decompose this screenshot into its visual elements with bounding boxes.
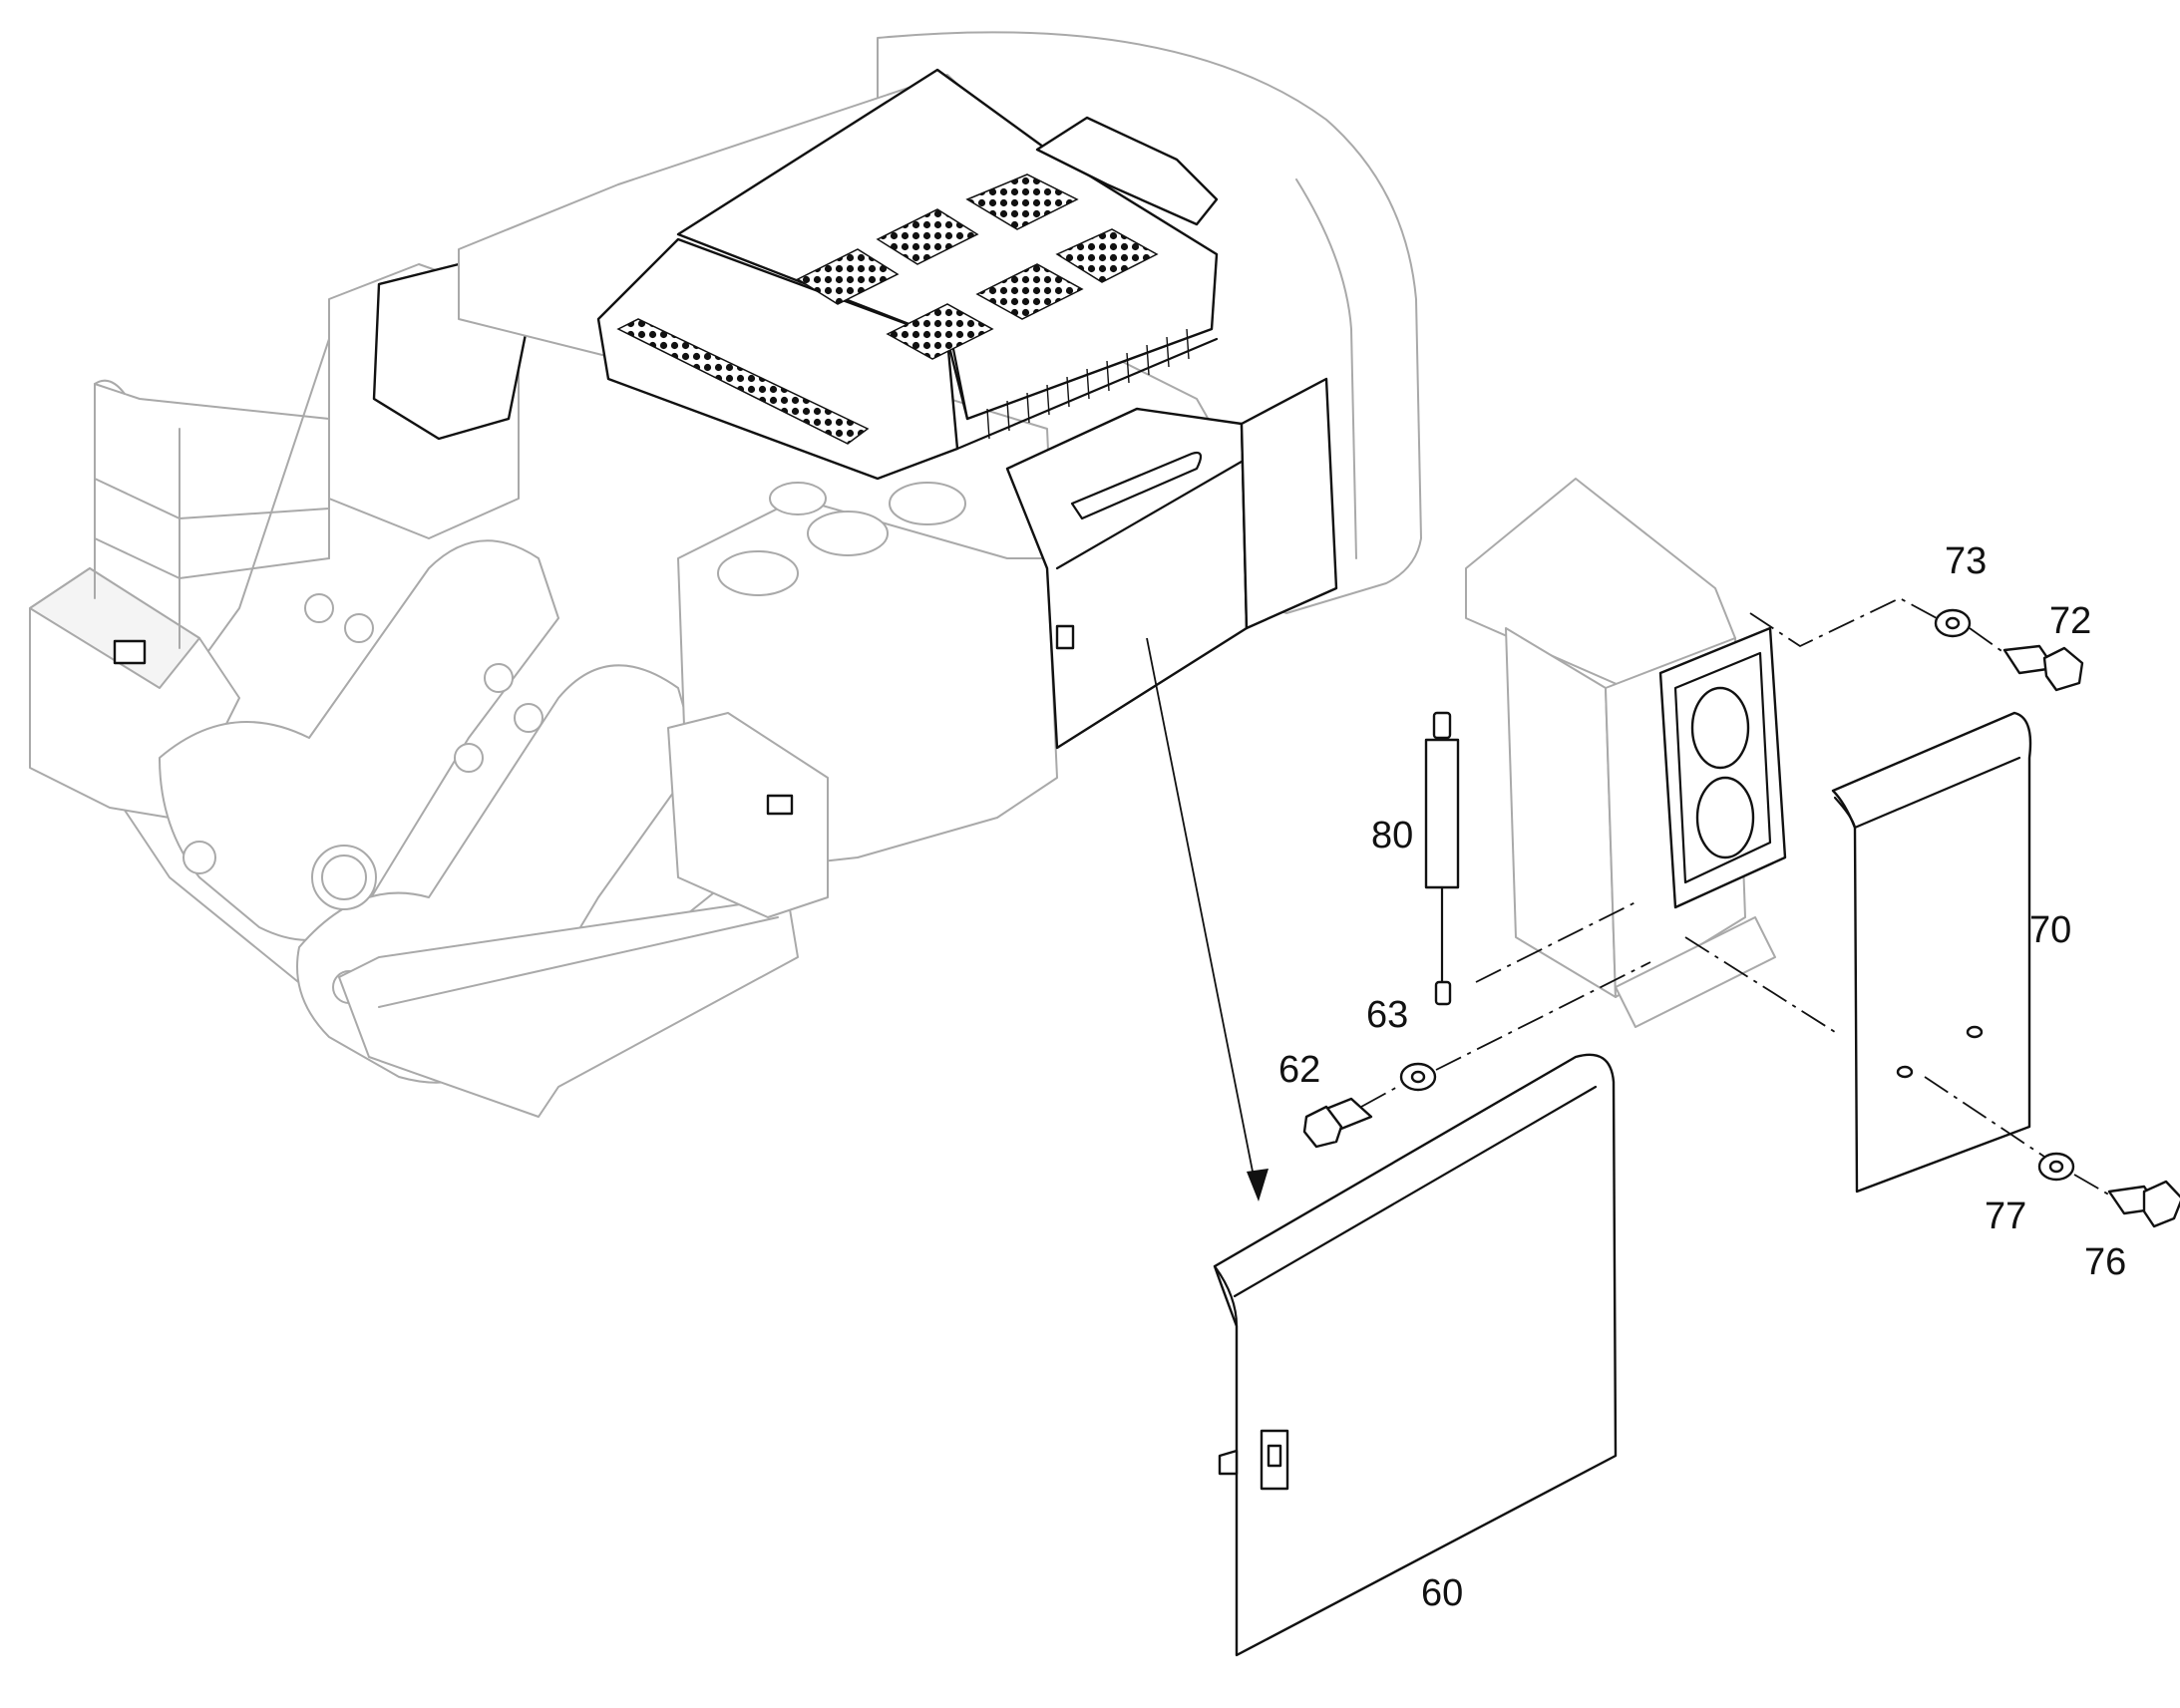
callout-60: 60 <box>1421 1572 1463 1614</box>
callout-labels: 73 72 80 70 63 62 77 76 60 <box>1278 540 2126 1614</box>
hood-grille-1 <box>796 248 900 305</box>
washer-73 <box>1934 608 1972 638</box>
door-60-body <box>1213 1053 1618 1657</box>
bolt-76 <box>2107 1180 2180 1228</box>
battery-box <box>667 712 829 918</box>
hood-grille-4 <box>886 303 994 360</box>
callout-63: 63 <box>1366 994 1408 1036</box>
side-access-panel-right <box>1240 377 1338 630</box>
callout-80: 80 <box>1371 815 1413 856</box>
callout-70: 70 <box>2029 909 2071 951</box>
washer-77 <box>2037 1152 2075 1182</box>
hood-grille-6 <box>1055 228 1159 283</box>
callout-73: 73 <box>1945 540 1987 582</box>
side-panel-70 <box>1831 711 2032 1194</box>
bottom-base-plate <box>338 896 799 1118</box>
inspection-cover <box>1035 116 1219 226</box>
panel-latch <box>1055 624 1075 650</box>
door-panel-60 <box>1213 1053 1618 1657</box>
callout-76: 76 <box>2084 1241 2126 1283</box>
engine-hood-assembly <box>458 68 1338 750</box>
hood-grille-3 <box>965 173 1079 230</box>
gas-strut-80 <box>1424 711 1460 1006</box>
hood-grille-2 <box>876 208 979 265</box>
bolt-72 <box>2002 644 2084 692</box>
hood-louvres <box>986 328 1190 440</box>
assembly-arrow <box>1146 637 1269 1201</box>
side-panel-70-body <box>1831 711 2032 1194</box>
bolt-62 <box>1302 1097 1373 1149</box>
hood-grille-5 <box>975 263 1084 320</box>
bracket-body <box>1505 627 1617 998</box>
washer-63 <box>1399 1062 1437 1092</box>
callout-72: 72 <box>2049 600 2091 642</box>
hood-perforated-strip <box>616 318 870 445</box>
left-step-latch <box>113 639 147 665</box>
leader-lines <box>1360 596 2113 1197</box>
callout-77: 77 <box>1985 1196 2026 1237</box>
callout-62: 62 <box>1278 1049 1320 1091</box>
side-bracket-assembly <box>1465 478 1787 1028</box>
